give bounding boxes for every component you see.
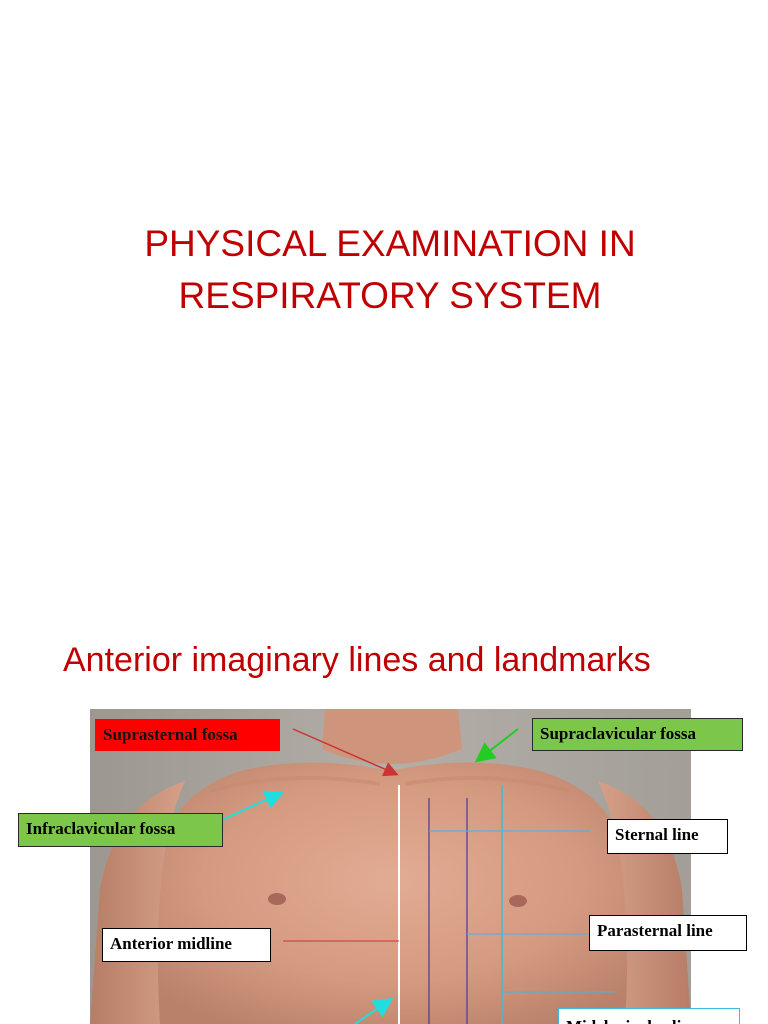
- label-anterior-midline: Anterior midline: [102, 928, 271, 962]
- slide-title: PHYSICAL EXAMINATION IN RESPIRATORY SYST…: [0, 218, 768, 322]
- label-parasternal-line: Parasternal line: [589, 915, 747, 951]
- chest-illustration: [90, 709, 691, 1024]
- label-supraclavicular-fossa: Supraclavicular fossa: [532, 718, 743, 751]
- torso: [150, 762, 635, 1024]
- label-suprasternal-fossa: Suprasternal fossa: [95, 719, 280, 751]
- label-infraclavicular-fossa: Infraclavicular fossa: [18, 813, 223, 847]
- neck: [322, 709, 462, 764]
- left-nipple: [268, 893, 286, 905]
- slide-title-line-2: RESPIRATORY SYSTEM: [178, 275, 602, 316]
- label-sternal-line: Sternal line: [607, 819, 728, 854]
- right-nipple: [509, 895, 527, 907]
- slide-title-line-1: PHYSICAL EXAMINATION IN: [144, 223, 636, 264]
- chest-photo: [90, 709, 691, 1024]
- label-midclavicular-line: Midclavicular line: [558, 1008, 740, 1024]
- slide-subtitle: Anterior imaginary lines and landmarks: [63, 641, 651, 679]
